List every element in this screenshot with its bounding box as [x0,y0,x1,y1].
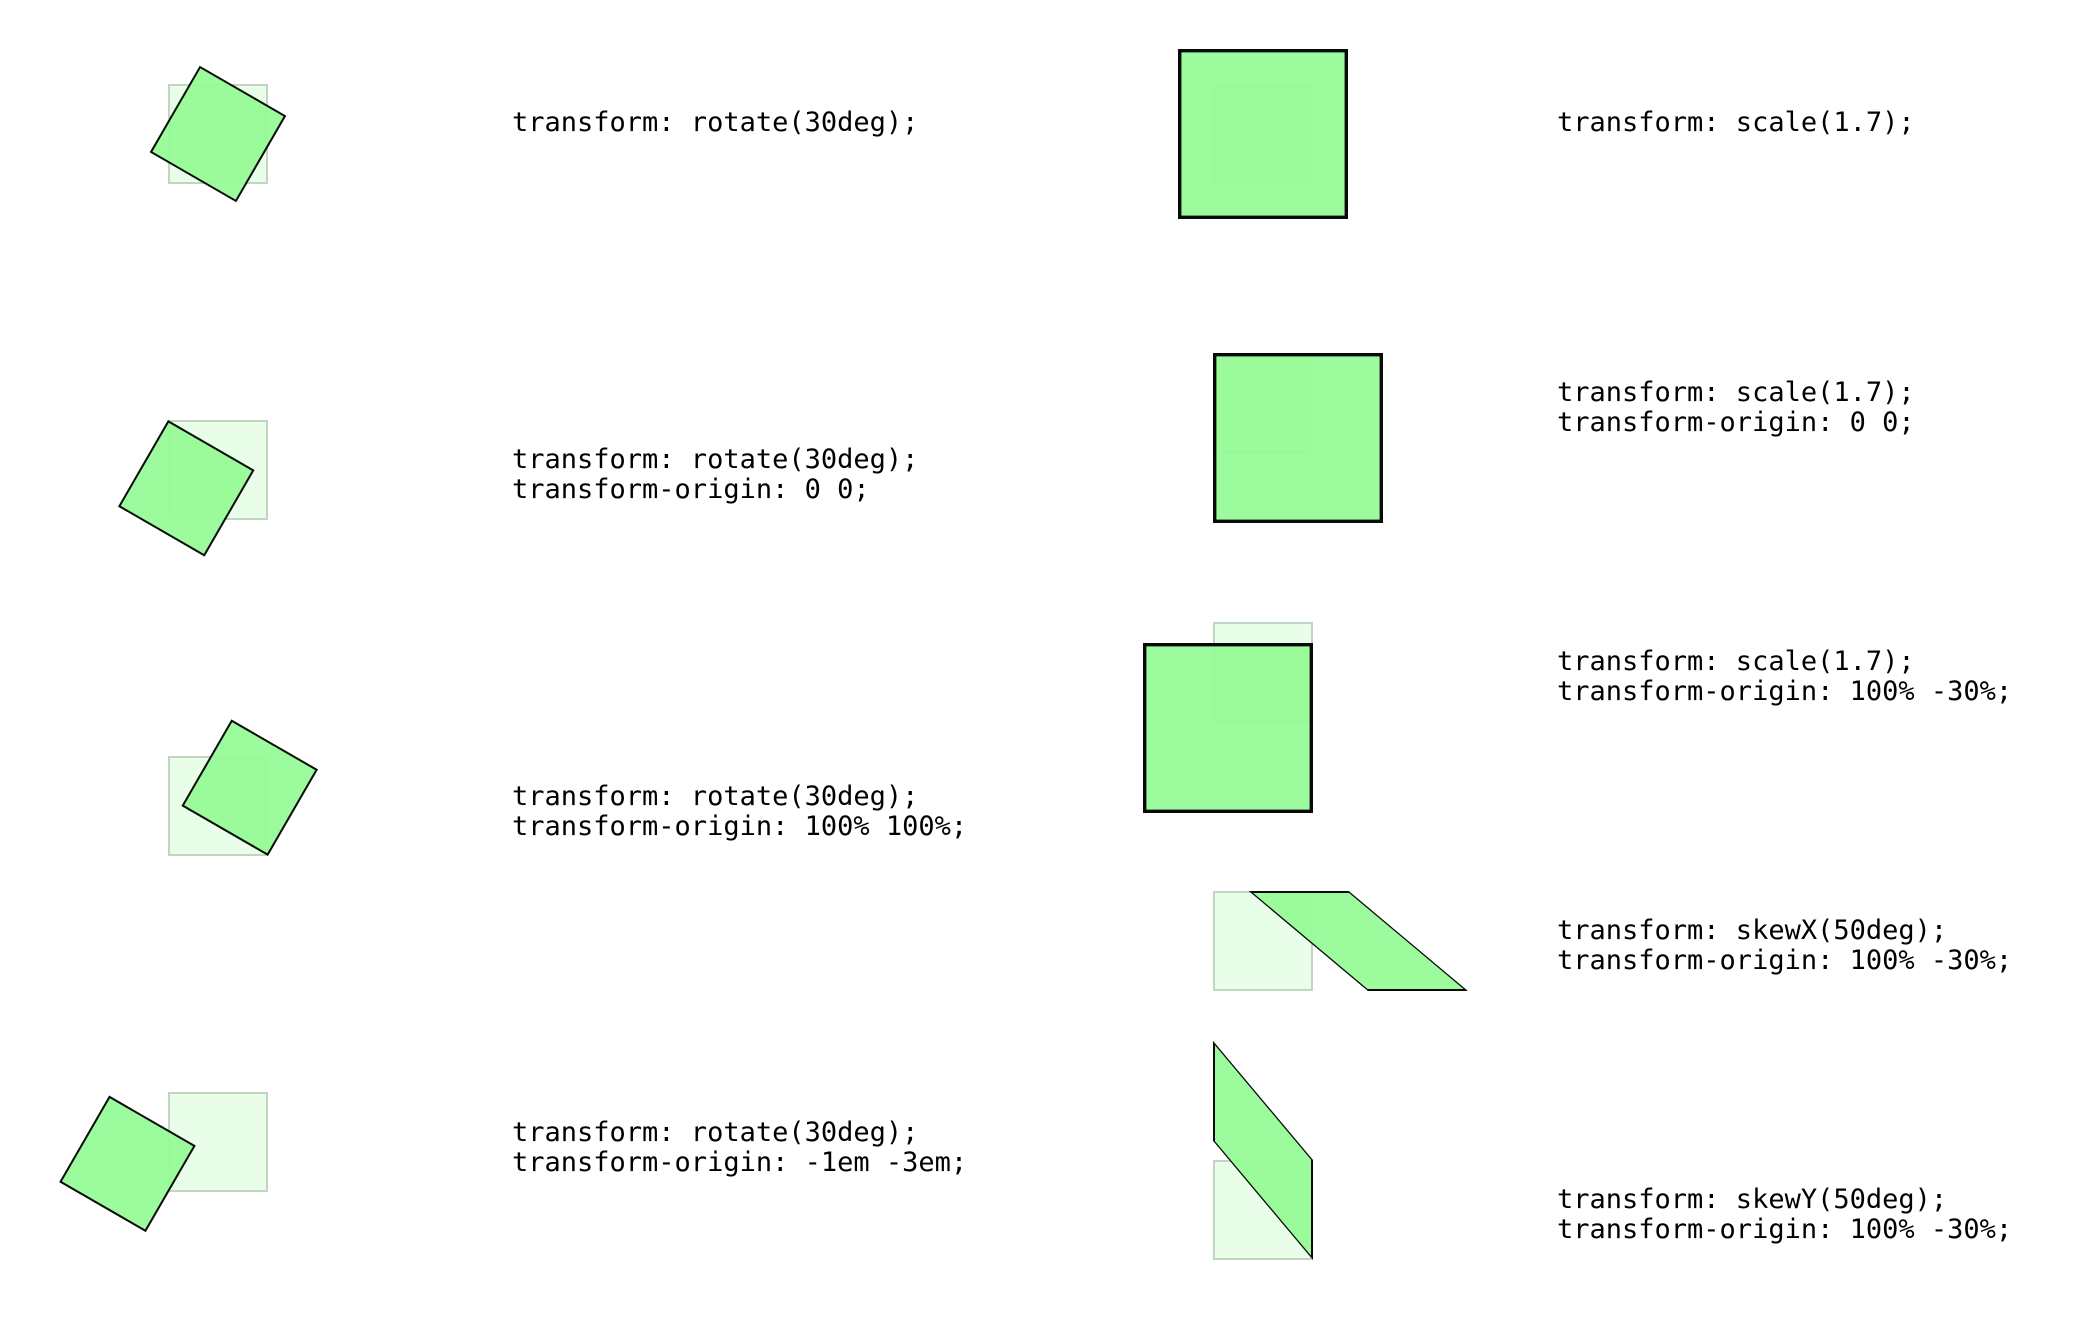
css-code: transform: rotate(30deg);transform-origi… [512,782,967,842]
css-line-1: transform: rotate(30deg); [512,107,919,138]
transformed-box [1143,643,1313,813]
css-code: transform: scale(1.7);transform-origin: … [1557,378,1915,438]
css-line-2: transform-origin: 100% 100%; [512,811,968,842]
css-code: transform: rotate(30deg);transform-origi… [512,445,918,505]
css-line-1: transform: scale(1.7); [1557,107,1915,138]
css-line-1: transform: rotate(30deg); [512,781,919,812]
css-code: transform: rotate(30deg);transform-origi… [512,1118,967,1178]
css-line-2: transform-origin: 100% -30%; [1557,1214,2013,1245]
css-line-1: transform: scale(1.7); [1557,646,1915,677]
css-line-2: transform-origin: 100% -30%; [1557,945,2013,976]
css-line-1: transform: rotate(30deg); [512,1117,919,1148]
css-line-2: transform-origin: 100% -30%; [1557,676,2013,707]
css-line-1: transform: skewY(50deg); [1557,1184,1948,1215]
css-code: transform: rotate(30deg); [512,108,918,138]
css-line-1: transform: rotate(30deg); [512,444,919,475]
css-code: transform: skewX(50deg);transform-origin… [1557,916,2012,976]
css-code: transform: scale(1.7);transform-origin: … [1557,647,2012,707]
css-line-1: transform: skewX(50deg); [1557,915,1948,946]
css-line-2: transform-origin: 0 0; [1557,407,1915,438]
css-code: transform: scale(1.7); [1557,108,1915,138]
css-line-2: transform-origin: -1em -3em; [512,1147,968,1178]
css-line-1: transform: scale(1.7); [1557,377,1915,408]
css-line-2: transform-origin: 0 0; [512,474,870,505]
css-code: transform: skewY(50deg);transform-origin… [1557,1185,2012,1245]
transformed-box [1178,49,1348,219]
transformed-box [1213,353,1383,523]
